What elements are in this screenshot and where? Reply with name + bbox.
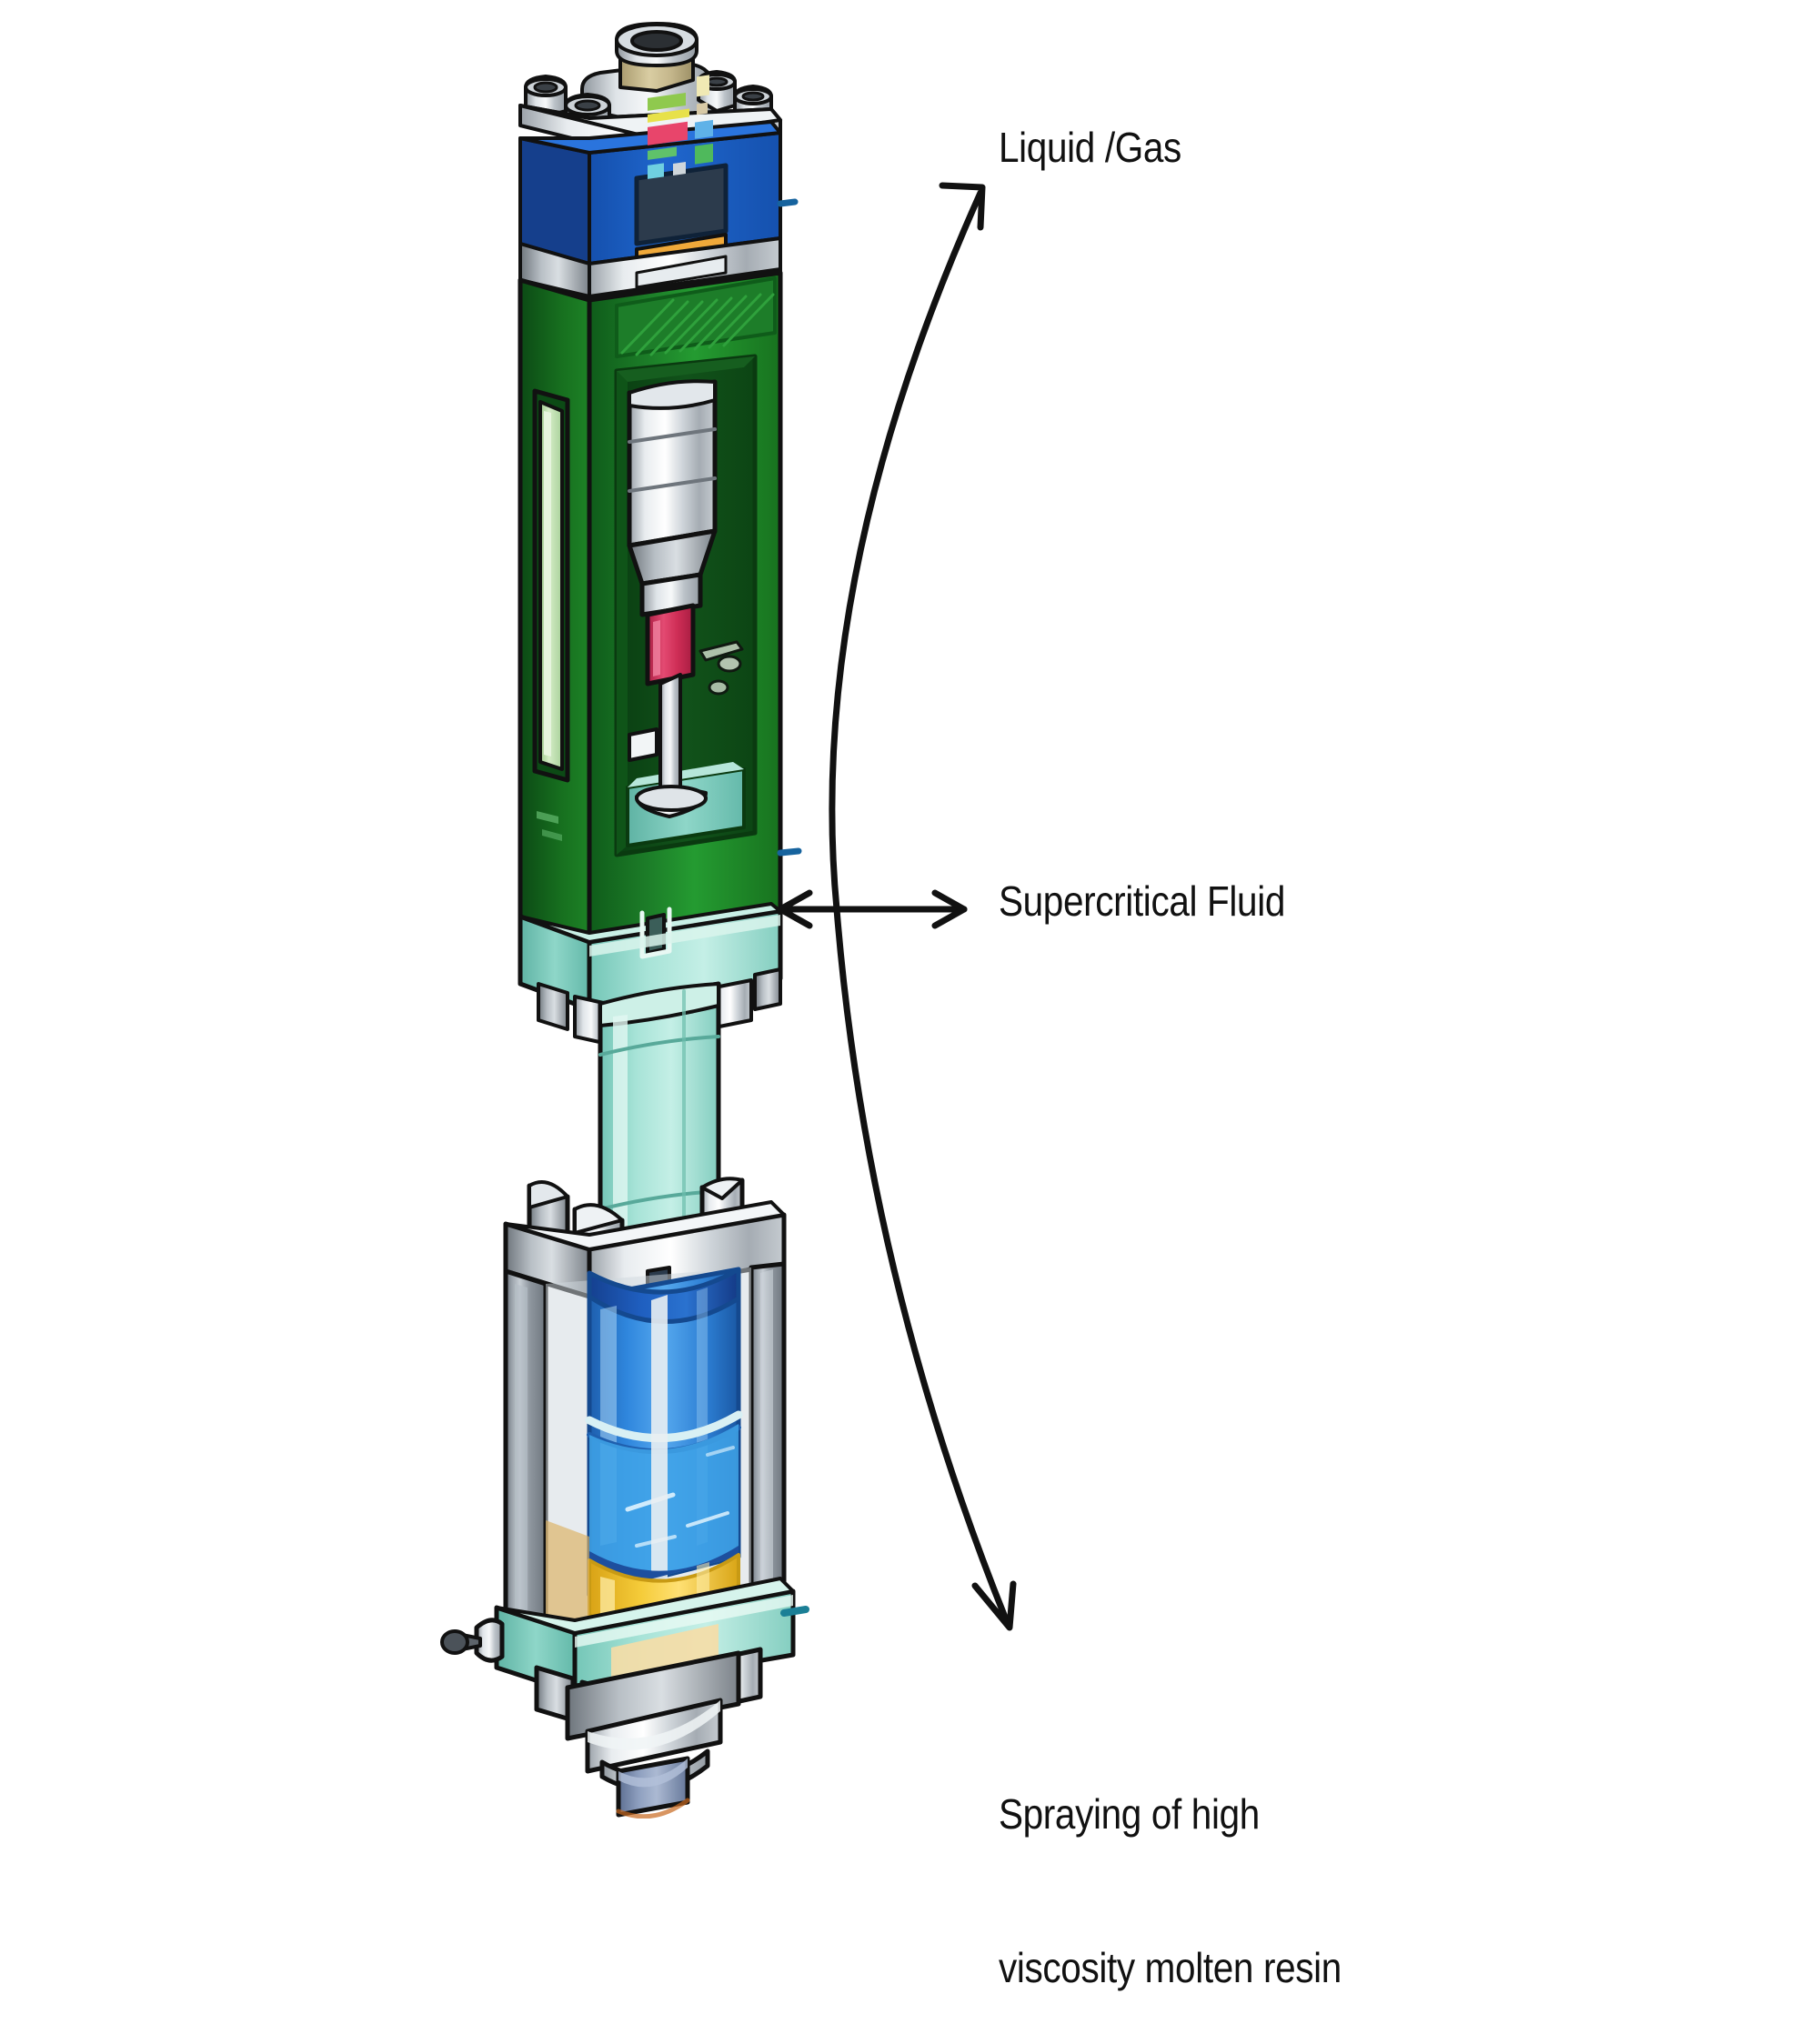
annotation-arrows	[777, 182, 1017, 1631]
display-screen	[634, 75, 729, 246]
mint-bottom-flange	[494, 1577, 809, 1696]
device-illustration	[440, 22, 809, 1819]
fluid-blue	[585, 1267, 743, 1598]
nozzle-tip-group	[565, 1650, 741, 1819]
label-supercritical-fluid: Supercritical Fluid	[999, 877, 1286, 925]
arrowhead-down	[971, 1580, 1017, 1631]
arrowhead-up	[939, 182, 986, 231]
needle-assembly	[627, 379, 718, 818]
label-liquid-gas: Liquid /Gas	[999, 124, 1181, 171]
arrowhead-right	[931, 889, 968, 929]
mint-tube-group	[598, 981, 721, 1268]
label-spraying-line2: viscosity molten resin	[999, 1943, 1342, 1991]
label-spraying: Spraying of high viscosity molten resin	[999, 1687, 1342, 2044]
label-spraying-line1: Spraying of high	[999, 1790, 1260, 1839]
diagram-canvas	[440, 22, 1017, 1819]
mint-block-group	[518, 902, 783, 1046]
control-module-group	[518, 75, 782, 302]
green-body-slot	[532, 388, 570, 783]
green-body-group	[518, 198, 802, 945]
side-port-nipple	[440, 1618, 505, 1663]
top-fittings-group	[518, 22, 782, 160]
lower-cylinder-group	[440, 1177, 809, 1819]
arrowhead-left	[777, 889, 813, 929]
internal-detail	[698, 640, 744, 696]
